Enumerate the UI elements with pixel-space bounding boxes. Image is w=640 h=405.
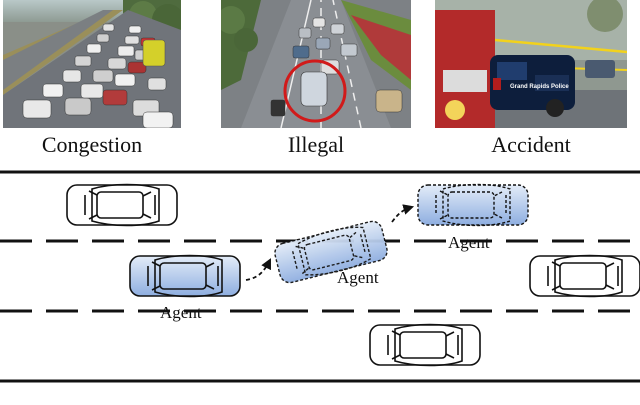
agent-label-3: Agent	[448, 233, 490, 252]
caption-congestion: Congestion	[41, 132, 143, 157]
caption-illegal: Illegal	[287, 132, 345, 157]
agent-label-1: Agent	[160, 303, 202, 322]
car-white-2	[529, 254, 640, 298]
photo-illegal	[221, 0, 411, 128]
car-white-3	[369, 323, 481, 367]
traffic-diagram: Agent Agent Agent	[0, 160, 640, 405]
photo-congestion	[3, 0, 181, 128]
trajectory-arrow-1	[245, 258, 271, 281]
photo-accident: Grand Rapids Police	[435, 0, 627, 128]
caption-accident: Accident	[491, 132, 571, 157]
agent-label-2: Agent	[337, 268, 379, 287]
car-white-1	[66, 183, 178, 227]
agent-car-1	[129, 254, 241, 298]
trajectory-arrow-2	[391, 204, 415, 223]
agent-car-3	[417, 183, 529, 227]
police-car-lettering: Grand Rapids Police	[510, 84, 569, 90]
